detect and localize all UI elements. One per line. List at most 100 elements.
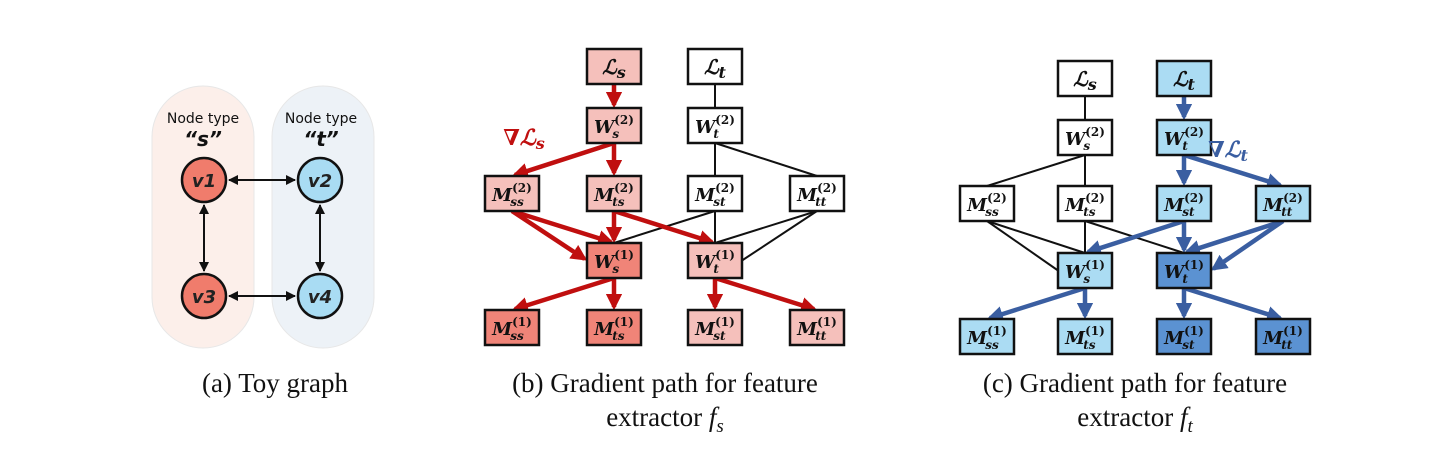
node-sub: ts	[1083, 205, 1096, 219]
node-sup: (1)	[817, 315, 837, 329]
node-rect	[1155, 59, 1213, 98]
loss-sub: s	[535, 134, 545, 153]
caption-c-line2: extractor ft	[930, 400, 1340, 444]
node-sub: t	[713, 127, 719, 141]
gradient-arrow-Wt1-Mtt1	[1183, 285, 1284, 322]
node-rect	[958, 317, 1016, 356]
edge-Ws2-Mss2	[986, 154, 1086, 187]
node-sup: (2)	[715, 181, 735, 195]
node-base: M	[1064, 328, 1086, 349]
node-rect	[585, 308, 643, 347]
edge-Mtt2-Wt1	[714, 210, 818, 244]
node-box-Ws2: W(2)s	[1056, 118, 1114, 157]
group-type-label: “t”	[303, 127, 338, 151]
gradient-arrow-Wt1-Mtt1	[714, 275, 818, 313]
node-rect	[585, 241, 643, 280]
node-rect	[788, 308, 846, 347]
node-sup: (1)	[987, 324, 1007, 338]
node-base: W	[695, 252, 717, 273]
node-base: M	[966, 195, 988, 216]
node-sub: s	[1083, 139, 1090, 153]
node-base: W	[594, 117, 616, 138]
node-label: M(2)ts	[1064, 191, 1105, 219]
node-sup: (1)	[1085, 258, 1105, 272]
gradient-arrow-Mts2-Wt1	[613, 208, 716, 246]
node-label-v4: v4	[308, 287, 332, 308]
node-rect	[686, 241, 744, 280]
node-label: M(1)st	[1163, 324, 1204, 352]
node-sub: ss	[510, 195, 524, 209]
node-label-v2: v2	[308, 171, 332, 192]
node-box-Wt1: W(1)t	[686, 241, 744, 280]
node-base: M	[694, 185, 716, 206]
gradient-edges	[986, 96, 1285, 322]
node-label: M(2)st	[1163, 191, 1204, 219]
caption-b-line2: extractor fs	[460, 400, 870, 444]
node-label: ℒt	[704, 55, 726, 82]
gradient-arrow-Ws2-Mss2	[511, 140, 615, 179]
node-sub: ts	[612, 195, 625, 209]
node-base: M	[1262, 328, 1284, 349]
node-base: ℒ	[1073, 67, 1089, 91]
caption-b-text2: extractor	[606, 402, 703, 432]
node-sup: (1)	[1184, 324, 1204, 338]
node-sup: (1)	[715, 248, 735, 262]
node-base: M	[1163, 328, 1185, 349]
node-base: M	[966, 328, 988, 349]
node-sub: st	[1182, 338, 1195, 352]
node-sup: (2)	[614, 181, 634, 195]
node-rect	[483, 308, 541, 347]
node-base: M	[1064, 195, 1086, 216]
node-sub: t	[719, 63, 727, 82]
node-sup: (2)	[1085, 125, 1105, 139]
node-sub: t	[1188, 75, 1196, 94]
node-sub: ts	[612, 329, 625, 343]
node-v1	[180, 156, 228, 204]
node-sup: (2)	[614, 113, 634, 127]
node-base: ℒ	[1173, 67, 1189, 91]
caption-a: (a) Toy graph	[150, 366, 400, 400]
node-sup: (1)	[1184, 258, 1204, 272]
node-sup: (2)	[1085, 191, 1105, 205]
node-base: W	[1065, 262, 1087, 283]
node-label: M(1)tt	[796, 315, 837, 343]
node-sub: ss	[985, 205, 999, 219]
node-sub: t	[1182, 139, 1188, 153]
node-box-Mst1: M(1)st	[1155, 317, 1213, 356]
node-v4	[296, 272, 344, 320]
node-rect	[1056, 118, 1114, 157]
gradient-arrow-Ws1-Mss1	[511, 275, 615, 313]
node-rect	[1254, 184, 1312, 223]
gradient-label: ∇ℒs	[503, 125, 544, 153]
node-base: M	[796, 319, 818, 340]
gradient-label: ∇ℒt	[1208, 137, 1248, 165]
node-label-v3: v3	[192, 287, 216, 308]
group-type-label: “s”	[184, 127, 222, 151]
node-base: ℒ	[602, 55, 618, 79]
node-sub: tt	[815, 329, 827, 343]
gradient-arrow-Wt2-Mtt2	[1183, 152, 1284, 189]
caption-c: (c) Gradient path for feature extractor …	[930, 366, 1340, 444]
node-box-Mts1: M(1)ts	[1056, 317, 1114, 356]
caption-c-func-sub: t	[1187, 416, 1193, 437]
caption-c-func: f	[1179, 402, 1188, 432]
node-label: M(1)st	[694, 315, 735, 343]
node-rect	[1056, 59, 1114, 98]
node-label: M(1)ts	[1064, 324, 1105, 352]
edge-Wt2-Mtt2	[714, 142, 818, 177]
node-sub: s	[1087, 75, 1097, 94]
node-sup: (1)	[1085, 324, 1105, 338]
node-sup: (1)	[512, 315, 532, 329]
node-label: M(1)ss	[491, 315, 532, 343]
node-v3	[180, 272, 228, 320]
node-sup: (2)	[715, 113, 735, 127]
caption-c-line1: (c) Gradient path for feature	[930, 366, 1340, 400]
node-rect	[686, 308, 744, 347]
node-sub: ss	[510, 329, 524, 343]
nabla-symbol: ∇	[1208, 137, 1225, 163]
node-box-Ws1: W(1)s	[1056, 251, 1114, 290]
node-label: W(2)s	[594, 113, 634, 141]
node-base: W	[1065, 129, 1087, 150]
